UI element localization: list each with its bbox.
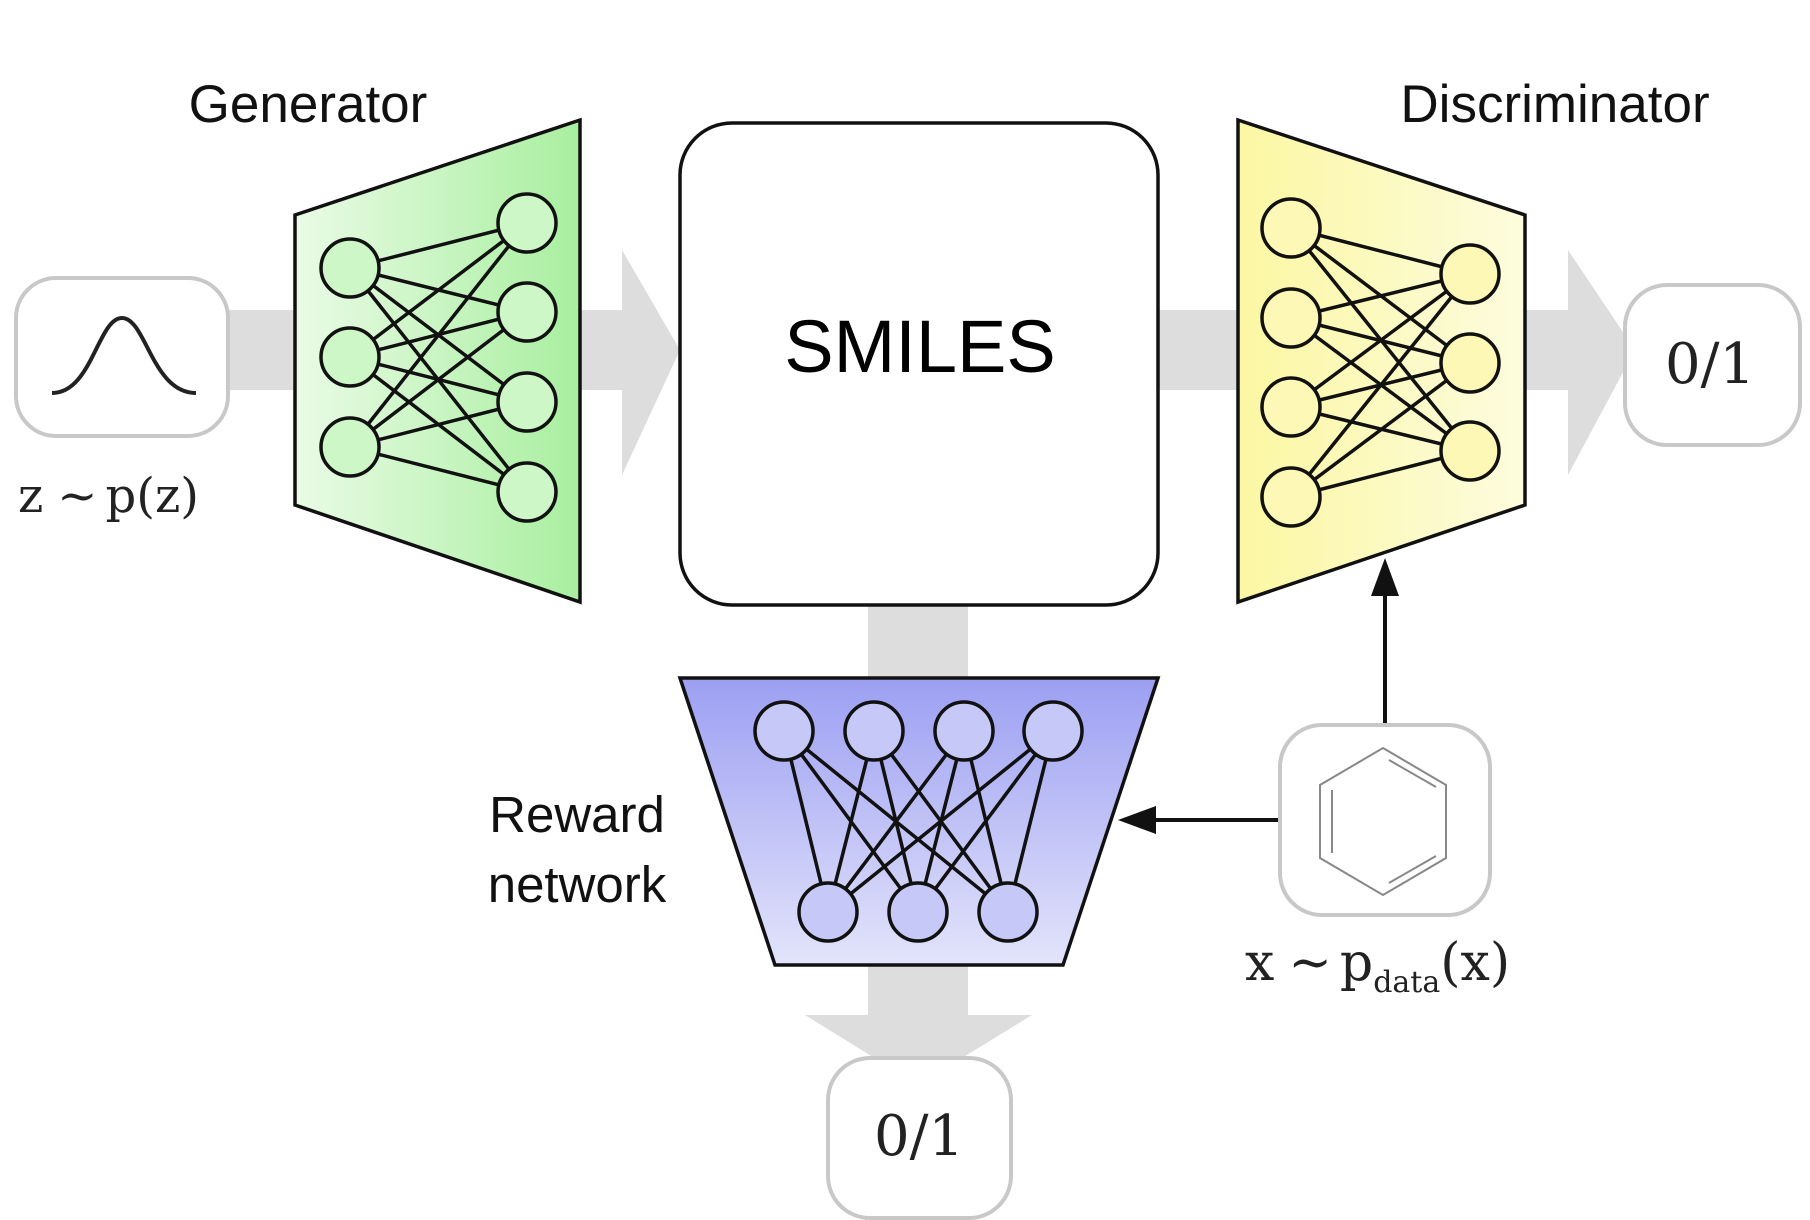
network-label: network xyxy=(488,856,667,913)
discriminator-node xyxy=(1260,197,1322,259)
generator-node xyxy=(319,416,381,478)
discriminator-node xyxy=(1439,243,1501,305)
discriminator-node xyxy=(1260,466,1322,528)
generator-label: Generator xyxy=(189,75,428,134)
reward-network xyxy=(677,676,1161,967)
reward-output-label: 0/1 xyxy=(874,1104,964,1169)
discriminator-node xyxy=(1439,332,1501,394)
generator-node xyxy=(496,371,558,433)
discriminator-network xyxy=(1236,117,1527,605)
noise-to-generator-arrow xyxy=(225,310,305,390)
arrowhead-up-icon xyxy=(1371,558,1399,596)
smiles-to-discriminator-arrow xyxy=(1158,310,1238,390)
reward-to-output-arrow xyxy=(805,960,1032,1085)
discriminator-node xyxy=(1439,420,1501,482)
flow-arrows xyxy=(225,250,1635,1085)
discriminator-node xyxy=(1260,376,1322,438)
smiles-to-reward-arrow xyxy=(868,600,968,685)
generator-network xyxy=(293,117,582,605)
reward-node xyxy=(843,700,905,762)
generator-node xyxy=(496,461,558,523)
generator-to-smiles-arrow xyxy=(575,250,680,475)
reward-node xyxy=(977,881,1039,943)
smiles-box xyxy=(678,121,1160,607)
reward-output-box xyxy=(826,1056,1013,1220)
generator-node xyxy=(319,326,381,388)
data-label: x~pdata(x) xyxy=(1245,933,1510,1000)
arrowhead-left-icon xyxy=(1118,806,1156,834)
discriminator-label: Discriminator xyxy=(1400,75,1709,134)
generator-node xyxy=(496,192,558,254)
smiles-label: SMILES xyxy=(784,305,1055,388)
reward-node xyxy=(1022,700,1084,762)
reward-node xyxy=(887,881,949,943)
reward-node xyxy=(797,881,859,943)
discriminator-node xyxy=(1260,287,1322,349)
reward-node xyxy=(753,700,815,762)
generator-node xyxy=(319,237,381,299)
discriminator-output-box xyxy=(1623,283,1802,447)
gaussian-curve-icon xyxy=(51,315,197,395)
generator-node xyxy=(496,281,558,343)
discriminator-output-label: 0/1 xyxy=(1665,332,1755,397)
data-box xyxy=(1278,723,1492,917)
reward-label: Reward xyxy=(489,786,665,843)
reward-node xyxy=(933,700,995,762)
benzene-ring-icon xyxy=(1319,746,1447,897)
discriminator-to-output-arrow xyxy=(1515,250,1635,475)
data-arrows xyxy=(1118,558,1399,834)
noise-box xyxy=(14,276,230,438)
noise-label: z~p(z) xyxy=(18,468,199,524)
